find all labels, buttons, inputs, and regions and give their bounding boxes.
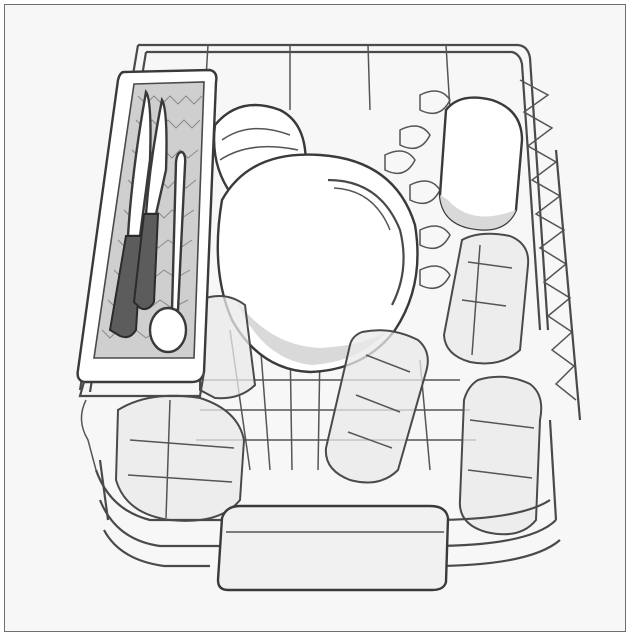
knives bbox=[108, 89, 168, 339]
glass-right-middle bbox=[442, 232, 530, 365]
glass-left-front bbox=[114, 394, 246, 522]
glass-center bbox=[324, 329, 429, 484]
glass-left-back bbox=[199, 295, 257, 400]
mug-top-right bbox=[438, 96, 524, 231]
spoon bbox=[148, 150, 188, 354]
rack-handle bbox=[216, 504, 450, 592]
glass-right-front bbox=[458, 375, 543, 536]
rack-right-side bbox=[519, 79, 582, 421]
